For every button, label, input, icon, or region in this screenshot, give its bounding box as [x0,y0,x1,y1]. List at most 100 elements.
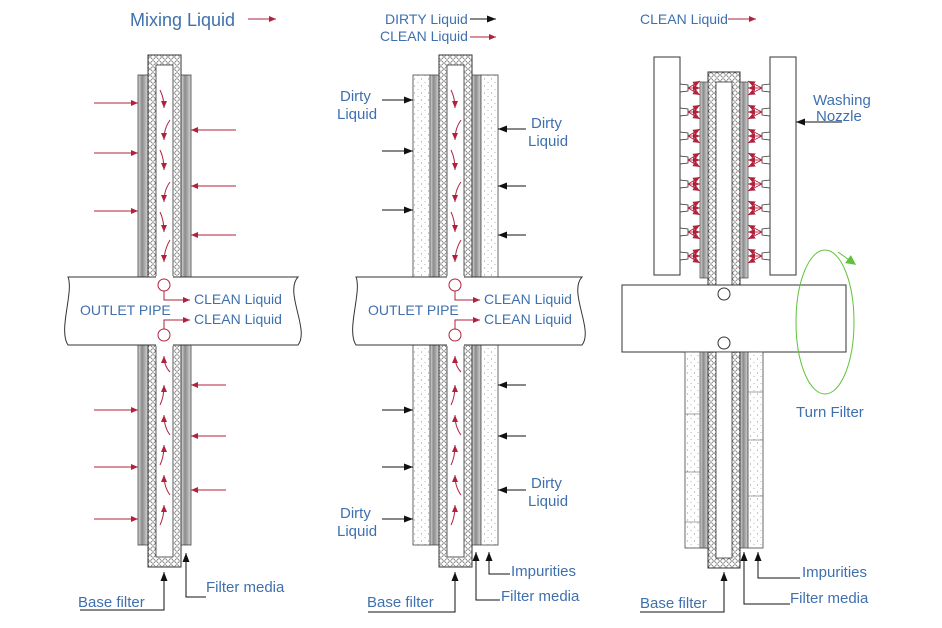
impurities-label: Impurities [511,563,576,580]
filter-media-label: Filter media [206,579,285,596]
filter-media-left [429,74,440,278]
spray-jet [687,255,701,264]
filter-media-leader [472,552,500,601]
spray-jet [747,80,763,89]
washing-nozzles [679,80,771,264]
nozzle-housing-left [653,56,681,276]
impurities-layer-left-lower [412,344,431,546]
turn-filter-label: Turn Filter [796,404,864,421]
base-filter-leader [80,572,168,611]
dirty-liquid-upper-left: Dirty Liquid [337,88,377,123]
nozzle-right [761,251,771,261]
inner-flow-lower [450,355,462,526]
outlet-hole-bottom [157,328,171,342]
inner-channel-lower [155,344,174,558]
impurities-layer-right-lower [480,344,499,546]
spray-jet [747,224,763,233]
spray-jet [747,200,763,209]
impurities-layer-right [747,351,764,549]
spray-jet [687,87,701,96]
spray-jet [687,111,701,120]
legend-mixing-liquid: Mixing Liquid [130,10,235,30]
inner-channel-upper [715,81,733,287]
inner-channel-upper [155,64,174,278]
spray-jet [747,135,763,144]
filter-media-right [739,81,749,279]
nozzle-right [761,179,771,189]
spray-jet [747,111,763,120]
spray-jet [687,183,701,192]
filter-media-right-lower [739,351,749,549]
base-filter-label: Base filter [640,595,707,612]
filter-media-left [699,81,709,279]
nozzle-left [679,155,689,165]
spray-jet [747,248,763,257]
spray-jet [747,159,763,168]
nozzle-right [761,203,771,213]
spray-jet [687,152,701,161]
spray-jet [687,80,701,89]
nozzle-right [761,107,771,117]
impurities-layer-right [480,74,499,278]
outlet-hole-bottom [717,336,731,350]
panel-3-washing: CLEAN Liquid Turn Filter [621,11,871,613]
filter-media-left-lower [699,351,709,549]
impurities-label: Impurities [802,564,867,581]
spray-jet [747,176,763,185]
mixing-inflow-arrows [94,100,236,522]
base-filter-label: Base filter [367,594,434,611]
nozzle-right [761,131,771,141]
inner-flow-lower [159,355,171,526]
spray-jet [687,231,701,240]
filter-media-label: Filter media [790,590,869,607]
nozzle-left [679,83,689,93]
nozzle-left [679,107,689,117]
outlet-hole-top [717,287,731,301]
nozzle-housing-right [769,56,797,276]
spray-jet [687,224,701,233]
spray-jet [687,200,701,209]
filter-media-label: Filter media [501,588,580,605]
outlet-hole-bottom [448,328,462,342]
outlet-pipe-label: OUTLET PIPE [368,302,459,318]
outlet-pipe [352,276,586,346]
spray-jet [747,152,763,161]
nozzle-left [679,131,689,141]
outlet-pipe [621,284,847,353]
spray-jet [747,183,763,192]
filter-media-leader [182,553,206,598]
spray-jet [747,104,763,113]
spray-jet [687,128,701,137]
panel-2-dirty: DIRTY Liquid CLEAN Liquid OUTLET PIPE CL… [337,11,586,613]
nozzle-left [679,179,689,189]
impurities-leader [754,552,800,579]
impurities-leader [485,552,510,575]
spray-jet [747,231,763,240]
filter-media-right-lower [471,344,482,546]
nozzle-left [679,203,689,213]
filter-media-right [471,74,482,278]
legend-dirty-liquid: DIRTY Liquid [385,11,468,27]
filter-media-left [137,74,149,278]
inner-flow-upper [159,89,171,263]
outlet-hole-top [157,278,171,292]
spray-jet [687,207,701,216]
nozzle-right [761,83,771,93]
spray-jet [687,104,701,113]
spray-jet [687,159,701,168]
inner-channel-lower [715,351,733,559]
outlet-hole-top [448,278,462,292]
segment-lines [685,391,763,523]
dirty-inflow-arrows [382,96,526,523]
inner-channel-lower [446,344,465,558]
spray-jet [687,248,701,257]
clean-liquid-bottom-label: CLEAN Liquid [484,311,572,327]
inner-flow-upper [450,89,462,263]
legend-clean-liquid: CLEAN Liquid [380,28,468,44]
inner-channel-upper [446,64,465,278]
nozzle-right [761,227,771,237]
spray-jet [687,176,701,185]
outlet-pipe-label: OUTLET PIPE [80,302,171,318]
nozzle-right [761,155,771,165]
